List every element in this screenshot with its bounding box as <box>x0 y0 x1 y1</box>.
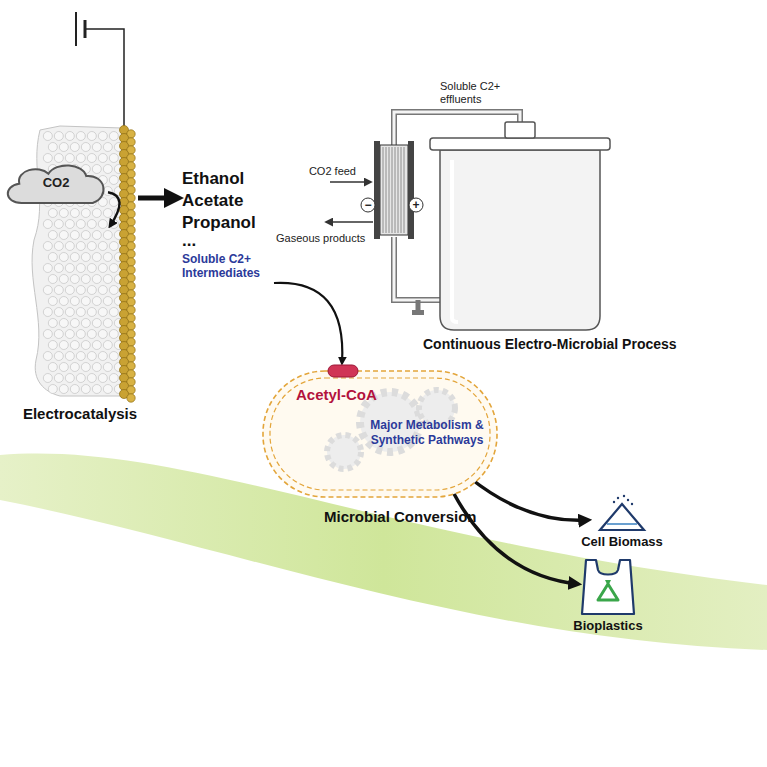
flow-arrow <box>108 192 120 226</box>
terminal-sign: − <box>361 197 375 213</box>
electrode-group: Electrocatalysis <box>10 120 150 422</box>
terminal-sign: + <box>409 197 423 213</box>
catalyst-particles <box>120 126 136 403</box>
stream-label: CO2 feed <box>286 165 356 178</box>
stream-label: Gaseous products <box>276 232 376 245</box>
node-text: Continuous Electro-Microbial Process <box>423 336 758 352</box>
biomass-icon <box>574 494 670 534</box>
flow-arrow <box>274 283 342 363</box>
stream-label: Soluble C2+ effluents <box>440 80 535 106</box>
process-heading: Continuous Electro-Microbial Process <box>423 336 758 352</box>
co2-cloud: CO2 <box>2 160 110 206</box>
node-text: Microbial Conversion <box>324 508 477 525</box>
node-text: Acetate <box>182 190 322 212</box>
battery-symbol <box>76 12 124 128</box>
node-text: CO2 <box>2 160 110 206</box>
node-text: Major Metabolism & Synthetic Pathways <box>366 418 488 448</box>
product-list: EthanolAcetatePropanol...Soluble C2+ Int… <box>182 168 322 280</box>
node-text: Bioplastics <box>548 618 668 633</box>
node-text: Cell Biomass <box>574 534 670 549</box>
biomass-product: Cell Biomass <box>574 494 670 549</box>
bag-icon <box>548 556 668 618</box>
acetyl-coa-box: Acetyl-CoA <box>296 386 436 403</box>
node-text: Electrocatalysis <box>10 405 150 422</box>
flow-arrow <box>470 478 588 520</box>
bioplastic-product: Bioplastics <box>548 556 668 633</box>
node-text: Propanol <box>182 212 322 234</box>
pathway-box: Major Metabolism & Synthetic Pathways <box>366 418 488 448</box>
node-text: Soluble C2+ Intermediates <box>182 252 292 280</box>
microbe-cell: Microbial ConversionAcetyl-CoAMajor Meta… <box>262 370 498 498</box>
node-text: Ethanol <box>182 168 322 190</box>
flow-arrow <box>453 492 578 584</box>
flow-arrow <box>138 196 178 201</box>
electrolyzer-reactor <box>326 112 610 330</box>
node-text: Acetyl-CoA <box>296 386 436 403</box>
